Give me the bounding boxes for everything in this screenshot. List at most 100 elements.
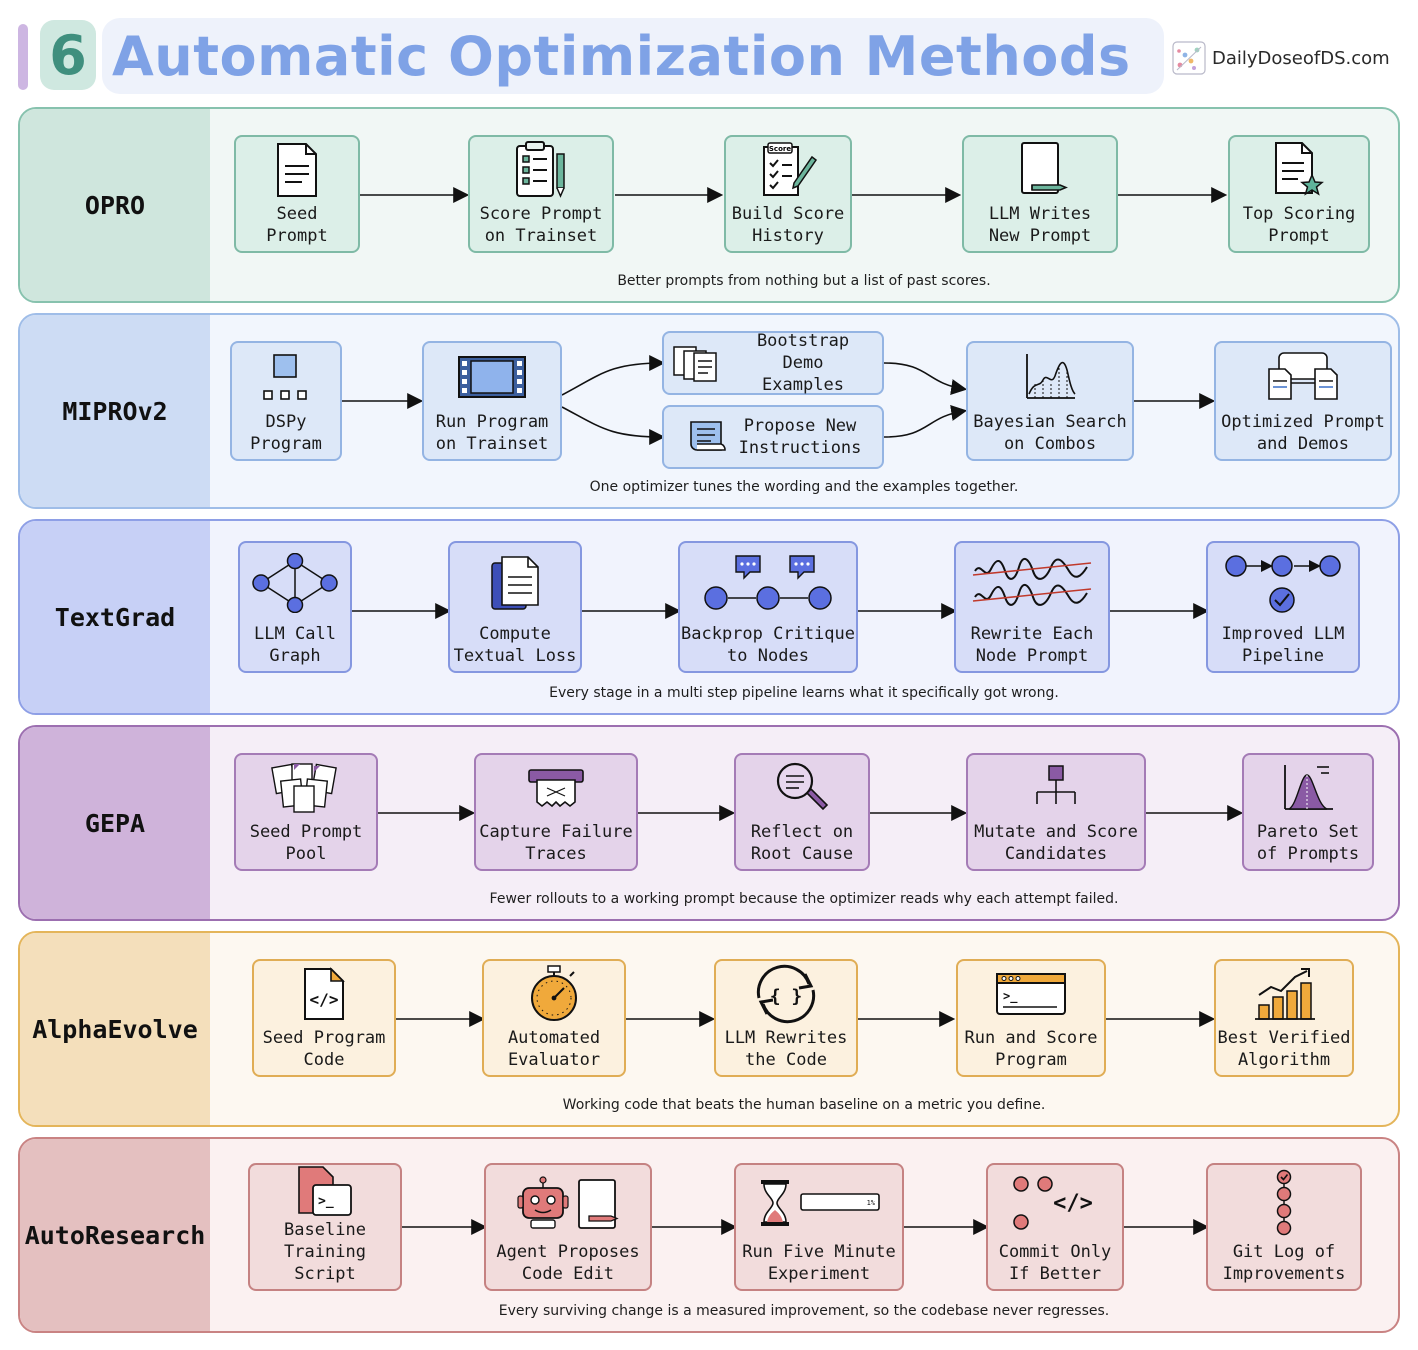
step-run-experiment: 1% Run Five Minute Experiment <box>734 1163 904 1291</box>
step-optimized-prompt: Optimized Prompt and Demos <box>1214 341 1392 461</box>
code-file-icon: </> <box>304 967 345 1020</box>
refresh-code-icon: { } <box>756 964 816 1024</box>
step-label: Run Five Minute Experiment <box>742 1242 896 1284</box>
magnifier-icon <box>776 762 829 811</box>
film-strip-icon <box>458 356 526 398</box>
section-label-opro: OPRO <box>84 190 146 220</box>
step-label: Improved LLM Pipeline <box>1221 624 1345 666</box>
step-top-scoring-prompt: Top Scoring Prompt <box>1228 135 1370 253</box>
document-icon <box>277 143 317 197</box>
step-label: Top Scoring Prompt <box>1242 204 1356 246</box>
step-backprop-critique: Backprop Critique to Nodes <box>678 541 858 673</box>
section-label-panel: GEPA <box>20 727 210 919</box>
title-number: 6 <box>40 20 96 90</box>
step-label: Seed Prompt <box>266 204 328 246</box>
step-rewrite-node-prompt: Rewrite Each Node Prompt <box>954 541 1110 673</box>
section-label-alphaevolve: AlphaEvolve <box>32 1014 198 1044</box>
growth-chart-icon <box>1255 968 1315 1020</box>
step-run-program: Run Program on Trainset <box>422 341 562 461</box>
graph-network-icon <box>252 553 338 613</box>
step-seed-prompt-pool: Seed Prompt Pool <box>234 753 378 871</box>
step-best-verified-algorithm: Best Verified Algorithm <box>1214 959 1354 1077</box>
page-title: Automatic Optimization Methods <box>112 24 1131 88</box>
section-caption: Every stage in a multi step pipeline lea… <box>549 685 1059 701</box>
section-label-autoresearch: AutoResearch <box>24 1220 206 1250</box>
section-gepa: GEPA Seed Prompt Pool Capture Failure Tr… <box>18 725 1400 921</box>
section-label-gepa: GEPA <box>84 808 146 838</box>
robot-with-page-icon <box>517 1176 619 1229</box>
step-llm-rewrites-code: { } LLM Rewrites the Code <box>714 959 858 1077</box>
step-reflect-root-cause: Reflect on Root Cause <box>734 753 870 871</box>
step-label: Git Log of Improvements <box>1222 1242 1346 1284</box>
step-label: Bootstrap Demo Examples <box>756 331 850 395</box>
step-label: Capture Failure Traces <box>479 822 633 864</box>
step-label: Commit Only If Better <box>998 1242 1112 1284</box>
section-label-textgrad: TextGrad <box>54 602 176 632</box>
step-label: Seed Program Code <box>262 1028 386 1070</box>
header: 6 Automatic Optimization Methods DailyDo… <box>0 0 1418 100</box>
step-score-prompt: Score Prompt on Trainset <box>468 135 614 253</box>
stacked-documents-icon <box>673 346 717 382</box>
section-caption: One optimizer tunes the wording and the … <box>589 479 1019 495</box>
step-dspy-program: DSPy Program <box>230 341 342 461</box>
step-label: Pareto Set of Prompts <box>1256 822 1360 864</box>
step-label: LLM Writes New Prompt <box>988 204 1092 246</box>
step-label: Propose New Instructions <box>738 416 862 458</box>
terminal-window-icon: >_ <box>996 973 1066 1015</box>
step-label: Mutate and Score Candidates <box>974 822 1138 864</box>
step-label: Bayesian Search on Combos <box>973 412 1127 454</box>
section-label-panel: MIPROv2 <box>20 315 210 507</box>
step-bayesian-search: Bayesian Search on Combos <box>966 341 1134 461</box>
step-label: Build Score History <box>731 204 845 246</box>
prompt-glyph: >_ <box>318 1194 334 1209</box>
step-propose-instructions: Propose New Instructions <box>662 405 884 469</box>
section-label-panel: AlphaEvolve <box>20 933 210 1125</box>
step-improved-pipeline: Improved LLM Pipeline <box>1206 541 1360 673</box>
section-alphaevolve: AlphaEvolve </> Seed Program Code Automa… <box>18 931 1400 1127</box>
receipt-printer-icon <box>528 769 584 808</box>
section-caption: Working code that beats the human baseli… <box>562 1097 1046 1113</box>
step-label: Backprop Critique to Nodes <box>681 624 855 666</box>
title-banner: Automatic Optimization Methods <box>102 18 1164 94</box>
score-tag-text: Score <box>769 145 791 153</box>
page-with-pen-icon <box>1021 142 1068 194</box>
brand: DailyDoseofDS.com <box>1172 40 1390 76</box>
distribution-chart-icon <box>1026 354 1076 399</box>
accent-bar <box>18 24 28 90</box>
progress-label: 1% <box>867 1199 876 1207</box>
step-llm-writes-prompt: LLM Writes New Prompt <box>962 135 1118 253</box>
step-label: DSPy Program <box>250 412 322 454</box>
step-label: Seed Prompt Pool <box>249 822 363 864</box>
hierarchy-icon <box>1036 765 1076 804</box>
section-label-panel: TextGrad <box>20 521 210 713</box>
step-label: Run and Score Program <box>964 1028 1098 1070</box>
step-pareto-set: Pareto Set of Prompts <box>1242 753 1374 871</box>
pareto-chart-icon <box>1284 765 1333 810</box>
starred-document-icon <box>1275 142 1324 196</box>
step-compute-textual-loss: Compute Textual Loss <box>448 541 582 673</box>
step-label: Run Program on Trainset <box>435 412 549 454</box>
step-label: Best Verified Algorithm <box>1217 1028 1351 1070</box>
step-agent-proposes-edit: Agent Proposes Code Edit <box>484 1163 652 1291</box>
struck-text-icon <box>972 557 1092 606</box>
documents-stack-icon <box>491 556 539 610</box>
step-mutate-and-score: Mutate and Score Candidates <box>966 753 1146 871</box>
step-label: Agent Proposes Code Edit <box>496 1242 640 1284</box>
braces-glyph: { } <box>770 986 803 1007</box>
step-label: Score Prompt on Trainset <box>479 204 603 246</box>
step-run-and-score: >_ Run and Score Program <box>956 959 1106 1077</box>
score-sheet-icon: Score <box>763 142 818 196</box>
module-tree-icon <box>263 354 307 400</box>
git-commit-code-icon: </> <box>1013 1176 1093 1230</box>
section-textgrad: TextGrad LLM Call Graph Compute Textual … <box>18 519 1400 715</box>
section-miprov2: MIPROv2 DSPy Program Run Program on Trai… <box>18 313 1400 509</box>
step-commit-if-better: </> Commit Only If Better <box>986 1163 1124 1291</box>
step-bootstrap-demos: Bootstrap Demo Examples <box>662 331 884 395</box>
terminal-file-icon: >_ <box>298 1166 352 1216</box>
step-label: Optimized Prompt and Demos <box>1221 412 1385 454</box>
documents-merge-icon <box>1268 352 1338 400</box>
clipboard-checklist-icon <box>516 141 565 198</box>
step-baseline-training-script: >_ Baseline Training Script <box>248 1163 402 1291</box>
step-label: Baseline Training Script <box>284 1220 366 1284</box>
scroll-icon <box>689 421 726 451</box>
